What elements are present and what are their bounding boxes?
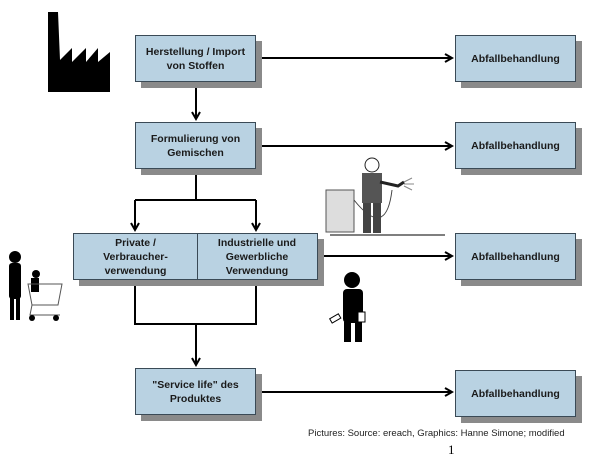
worker-icon	[328, 272, 366, 342]
box-label: Abfallbehandlung	[471, 139, 560, 152]
box-waste-treatment: Abfallbehandlung	[455, 122, 576, 169]
box-private-use: Private / Verbraucher-verwendung	[74, 234, 198, 279]
box-industrial-use: Industrielle und Gewerbliche Verwendung	[197, 234, 317, 279]
box-label: Industrielle und Gewerbliche Verwendung	[217, 236, 297, 277]
shopper-with-cart-icon	[9, 251, 63, 321]
box-label: Abfallbehandlung	[471, 387, 560, 400]
source-credit: Pictures: Source: ereach, Graphics: Hann…	[308, 428, 565, 439]
page-number: 1	[448, 442, 455, 457]
box-label: Abfallbehandlung	[471, 250, 560, 263]
box-label: Herstellung / Import von Stoffen	[145, 45, 246, 72]
box-waste-treatment: Abfallbehandlung	[455, 233, 576, 280]
box-label: Formulierung von Gemischen	[150, 132, 241, 159]
box-service-life: "Service life" des Produktes	[135, 368, 256, 415]
box-manufacture-import: Herstellung / Import von Stoffen	[135, 35, 256, 82]
factory-icon	[48, 12, 110, 92]
box-use: Private / Verbraucher-verwendung Industr…	[73, 233, 318, 280]
box-waste-treatment: Abfallbehandlung	[455, 370, 576, 417]
box-waste-treatment: Abfallbehandlung	[455, 35, 576, 82]
box-label: "Service life" des Produktes	[152, 378, 239, 405]
merge-line	[134, 280, 257, 325]
box-label: Abfallbehandlung	[471, 52, 560, 65]
box-label: Private / Verbraucher-verwendung	[103, 236, 168, 277]
box-formulation: Formulierung von Gemischen	[135, 122, 256, 169]
spray-worker-icon	[325, 157, 445, 236]
